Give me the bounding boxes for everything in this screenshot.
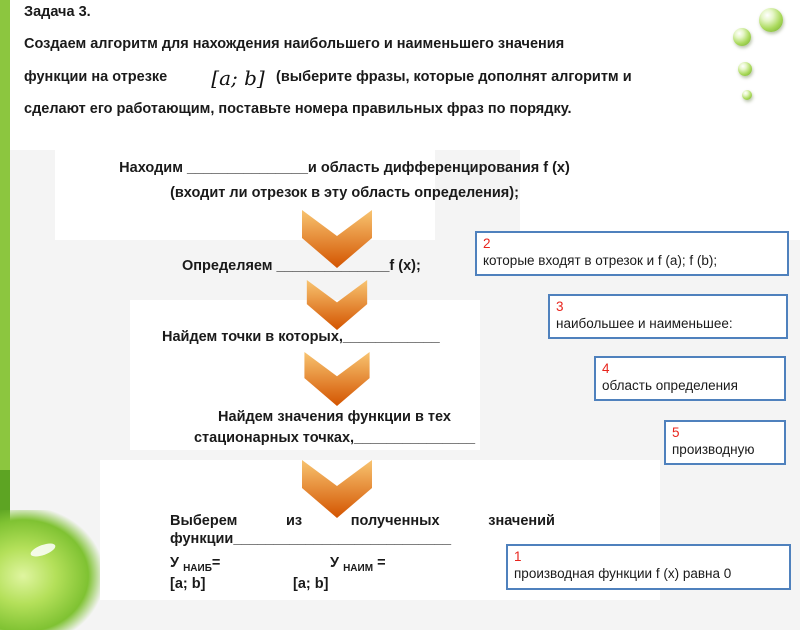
task-title: Задача 3. xyxy=(24,4,91,20)
chevron-down-icon xyxy=(302,210,372,268)
option-text: которые входят в отрезок и f (a); f (b); xyxy=(483,253,718,268)
step-4-line2: стационарных точках,_______________ xyxy=(193,430,476,446)
step-5-line2: функции___________________________ xyxy=(170,531,452,547)
task-description-line2-start: функции на отрезке xyxy=(24,69,168,85)
option-number: 3 xyxy=(556,299,564,314)
option-card-5[interactable]: 5 производную xyxy=(664,420,786,465)
green-glow-decoration xyxy=(0,510,100,630)
step-3-text: Найдем точки в которых,____________ xyxy=(162,329,440,345)
step-1-line1: Находим _______________и область диффере… xyxy=(119,160,570,176)
water-drop-icon xyxy=(738,62,752,76)
step-2-text: Определяем ______________f (x); xyxy=(182,258,421,274)
water-drop-icon xyxy=(759,8,783,32)
y-max-equals: = xyxy=(211,555,221,571)
option-card-3[interactable]: 3 наибольшее и наименьшее: xyxy=(548,294,788,339)
water-drop-icon xyxy=(742,90,752,100)
step-5-text: Выберем из полученных значений функции__… xyxy=(170,513,555,548)
background-panel-right xyxy=(520,150,800,240)
y-max-subscript: НАИБ xyxy=(183,562,212,574)
task-description-line3: сделают его работающим, поставьте номера… xyxy=(24,101,572,117)
accent-bar xyxy=(0,0,10,600)
step-5-word: значений xyxy=(488,513,555,529)
water-drop-icon xyxy=(733,28,751,46)
task-description-line2-end: (выберите фразы, которые дополнят алгори… xyxy=(276,69,632,85)
step-5-word: из xyxy=(286,513,303,529)
option-text: область определения xyxy=(602,378,738,393)
interval-formula: [a; b] xyxy=(208,63,268,93)
option-card-2[interactable]: 2 которые входят в отрезок и f (a); f (b… xyxy=(475,231,789,276)
option-text: производная функции f (x) равна 0 xyxy=(514,566,732,581)
y-max-label: У НАИБ= xyxy=(170,555,220,577)
chevron-down-icon xyxy=(304,352,370,406)
option-text: производную xyxy=(672,442,755,457)
interval-right: [a; b] xyxy=(293,576,329,592)
y-min-subscript: НАИМ xyxy=(343,562,374,574)
step-4-text: Найдем значения функции в тех стационарн… xyxy=(152,409,517,447)
step-4-line1: Найдем значения функции в тех xyxy=(218,409,451,425)
y-min-label: У НАИМ = xyxy=(330,555,386,577)
y-min-equals: = xyxy=(377,555,386,571)
option-card-1[interactable]: 1 производная функции f (x) равна 0 xyxy=(506,544,791,590)
chevron-down-icon xyxy=(306,280,368,330)
step-5-line1: Выберем из полученных значений xyxy=(170,513,555,530)
interval-left: [a; b] xyxy=(170,576,206,592)
option-number: 2 xyxy=(483,236,491,251)
option-number: 4 xyxy=(602,361,610,376)
chevron-down-icon xyxy=(302,460,372,518)
option-card-4[interactable]: 4 область определения xyxy=(594,356,786,401)
step-1-line2: (входит ли отрезок в эту область определ… xyxy=(170,185,519,201)
option-text: наибольшее и наименьшее: xyxy=(556,316,733,331)
y-max-symbol: У xyxy=(170,555,180,571)
background-panel-top xyxy=(0,0,800,150)
step-5-word: полученных xyxy=(350,513,440,529)
option-number: 1 xyxy=(514,549,522,564)
y-min-symbol: У xyxy=(330,555,340,571)
task-description-line1: Создаем алгоритм для нахождения наибольш… xyxy=(24,36,565,52)
step-5-word: Выберем xyxy=(170,513,238,529)
step-1-text: Находим _______________и область диффере… xyxy=(62,160,627,202)
option-number: 5 xyxy=(672,425,680,440)
